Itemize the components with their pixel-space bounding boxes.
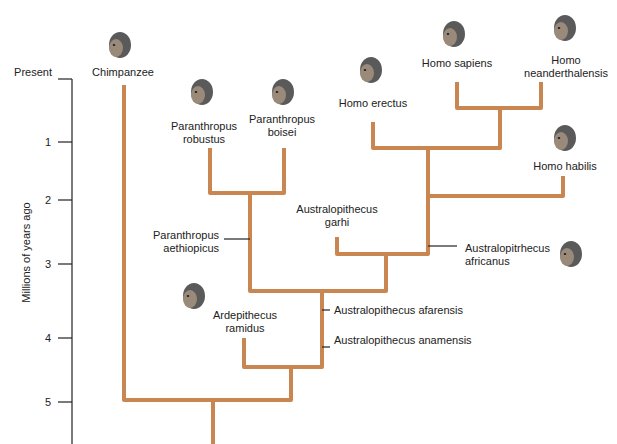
species-name: Australopithecus anamensis (334, 334, 484, 347)
axis-label: Present (2, 66, 52, 79)
species-name: Homo erectus (328, 97, 418, 110)
species-name: Australopithecus garhi (287, 203, 387, 229)
tick-label: 4 (31, 332, 51, 345)
species-name: Paranthropus robustus (162, 120, 246, 146)
species-name: Homo sapiens (412, 57, 502, 70)
tick-label: 5 (31, 396, 51, 409)
species-name: Australopitrhecus africanus (465, 242, 565, 268)
time-axis (58, 79, 72, 444)
species-name: Australopithecus afarensis (334, 304, 484, 317)
hominid-heads (109, 15, 582, 309)
tick-label: 3 (31, 258, 51, 271)
species-name: Paranthropus boisei (245, 113, 319, 139)
species-name: Ardepithecus ramidus (205, 309, 285, 335)
species-name: Homo neanderthalensis (517, 54, 615, 80)
species-name: Paranthropus aethiopicus (123, 229, 219, 255)
tick-label: 1 (31, 136, 51, 149)
tick-label: 2 (31, 194, 51, 207)
species-name: Homo habilis (520, 160, 610, 173)
species-name: Chimpanzee (83, 66, 163, 79)
axis-title: Millions of years ago (20, 202, 33, 302)
